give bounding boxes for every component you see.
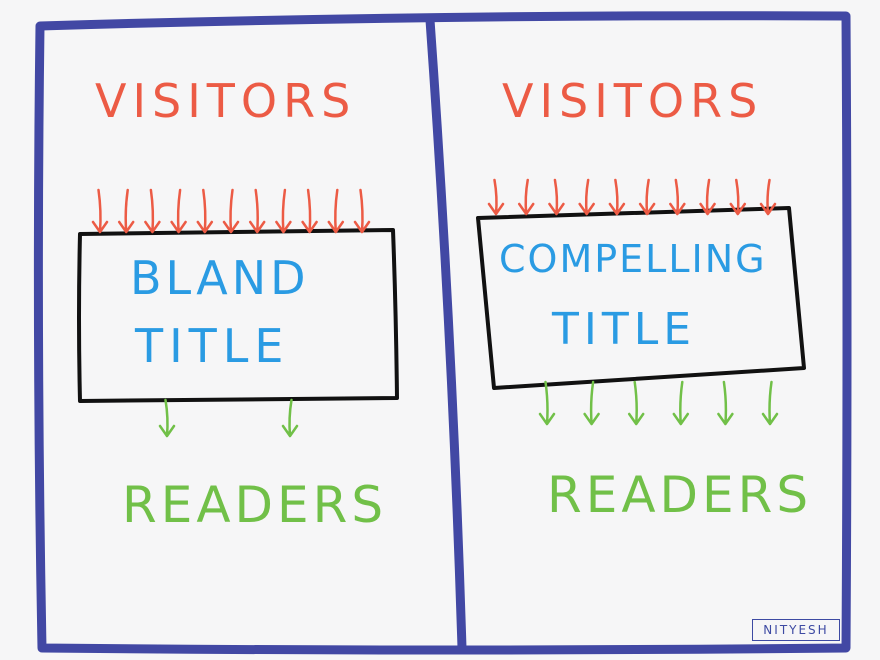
right-title-line2: TITLE (552, 304, 697, 355)
visitor-arrow-icon (327, 188, 345, 234)
left-visitors-label: VISITORS (95, 74, 357, 128)
visitor-arrow-icon (196, 188, 214, 234)
right-title-line1: COMPELLING (499, 237, 767, 281)
reader-arrow-icon (672, 380, 690, 426)
visitor-arrow-icon (487, 178, 505, 216)
right-visitor-arrows (487, 178, 777, 216)
visitor-arrow-icon (170, 188, 187, 234)
reader-arrow-icon (583, 380, 600, 426)
panel-divider (425, 15, 467, 653)
visitor-arrow-icon (669, 178, 686, 216)
reader-arrow-icon (717, 380, 734, 426)
reader-arrow-icon (281, 398, 299, 438)
reader-arrow-icon (761, 380, 779, 426)
visitor-arrow-icon (517, 178, 535, 216)
visitor-arrow-icon (638, 178, 656, 216)
outer-frame (33, 11, 852, 655)
left-reader-arrows (158, 398, 299, 438)
right-title-box (476, 206, 806, 390)
visitor-arrow-icon (699, 178, 716, 216)
right-readers-label: READERS (547, 466, 813, 524)
visitor-arrow-icon (729, 178, 747, 216)
left-title-line2: TITLE (135, 319, 290, 373)
visitor-arrow-icon (144, 188, 161, 234)
visitor-arrow-icon (578, 178, 595, 216)
visitor-arrow-icon (301, 188, 318, 234)
visitor-arrow-icon (353, 188, 371, 234)
left-title-box (77, 228, 399, 403)
visitor-arrow-icon (248, 188, 266, 234)
visitor-arrow-icon (608, 178, 626, 216)
right-reader-arrows (538, 380, 779, 426)
left-title-line1: BLAND (130, 251, 310, 305)
reader-arrow-icon (538, 380, 556, 426)
visitor-arrow-icon (759, 178, 777, 216)
visitor-arrow-icon (548, 178, 565, 216)
left-visitor-arrows (91, 188, 371, 234)
visitor-arrow-icon (91, 188, 109, 234)
artist-signature: NITYESH (752, 619, 840, 641)
reader-arrow-icon (158, 398, 176, 438)
visitor-arrow-icon (222, 188, 240, 234)
right-visitors-label: VISITORS (502, 74, 764, 128)
left-readers-label: READERS (122, 476, 388, 534)
visitor-arrow-icon (117, 188, 135, 234)
visitor-arrow-icon (275, 188, 292, 234)
reader-arrow-icon (627, 380, 645, 426)
